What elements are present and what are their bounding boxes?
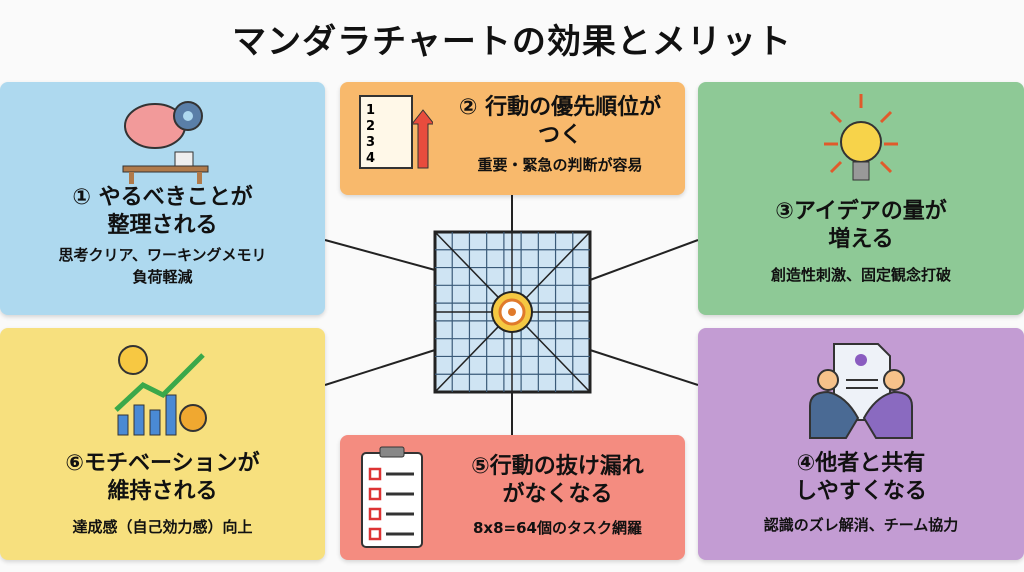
card-title: ④他者と共有 <box>796 451 926 476</box>
page-title: マンダラチャートの効果とメリット <box>232 22 792 62</box>
card-title: ③アイデアの量が <box>775 199 947 224</box>
card-desc: 重要・緊急の判断が容易 <box>477 156 643 174</box>
mandala-grid-icon <box>433 230 592 394</box>
card-title: ⑥モチベーションが <box>65 451 260 476</box>
svg-text:4: 4 <box>366 151 375 166</box>
handshake-document-icon <box>809 343 913 439</box>
growth-chart-icon <box>113 345 207 436</box>
card-motivation: ⑥モチベーションが 維持される 達成感（自己効力感）向上 <box>0 328 325 560</box>
card-title: ⑤行動の抜け漏れ <box>471 454 644 479</box>
card-title: つく <box>537 123 582 148</box>
card-title: 整理される <box>107 213 218 238</box>
card-priority: 1 2 3 4 ② 行動の優先順位が つく 重要・緊急の判断が容易 <box>340 82 685 195</box>
card-sharing: ④他者と共有 しやすくなる 認識のズレ解消、チーム協力 <box>698 328 1024 560</box>
checklist-icon <box>361 446 423 548</box>
card-ideas: ③アイデアの量が 増える 創造性刺激、固定観念打破 <box>698 82 1024 315</box>
card-desc: 認識のズレ解消、チーム協力 <box>763 516 959 534</box>
svg-text:1: 1 <box>366 103 375 118</box>
priority-list-icon: 1 2 3 4 <box>359 95 433 169</box>
svg-text:2: 2 <box>366 119 375 134</box>
card-title: がなくなる <box>502 482 613 507</box>
card-title: ① やるべきことが <box>72 185 253 210</box>
card-title: 増える <box>828 227 894 252</box>
brain-gear-desk-icon <box>122 101 208 184</box>
card-title: 維持される <box>107 479 218 504</box>
card-desc: 8x8=64個のタスク網羅 <box>473 519 642 537</box>
card-title: しやすくなる <box>795 479 927 504</box>
card-no-omissions: ⑤行動の抜け漏れ がなくなる 8x8=64個のタスク網羅 <box>340 435 685 560</box>
card-desc: 達成感（自己効力感）向上 <box>72 518 253 536</box>
lightbulb-icon <box>824 94 898 181</box>
card-desc: 思考クリア、ワーキングメモリ負荷軽減 <box>58 246 267 286</box>
card-desc: 創造性刺激、固定観念打破 <box>770 266 951 284</box>
card-organize-tasks: ① やるべきことが 整理される 思考クリア、ワーキングメモリ負荷軽減 <box>0 82 325 315</box>
card-title: ② 行動の優先順位が <box>458 95 662 120</box>
svg-text:3: 3 <box>366 135 375 150</box>
